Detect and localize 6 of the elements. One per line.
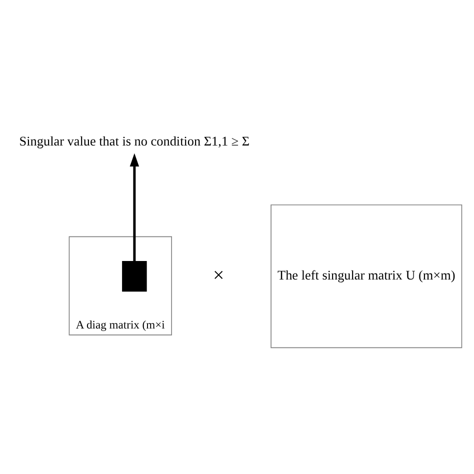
arrow — [130, 152, 140, 261]
node-box: The left singular matrix U (m×m) — [270, 204, 462, 348]
label: × — [213, 264, 224, 286]
node-text: Singular value that is no condition Σ1,1 ≥ Σ — [19, 132, 250, 148]
node-box — [122, 260, 147, 292]
cluster: A diag matrix (m×i — [68, 236, 172, 335]
